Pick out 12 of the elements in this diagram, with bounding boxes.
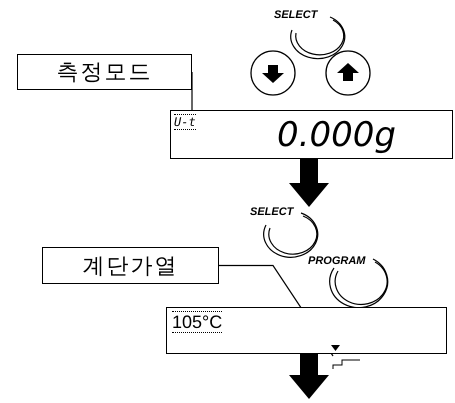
label-box: 계단가열: [42, 247, 219, 284]
button-label: SELECT: [274, 9, 318, 21]
temperature-reading: 105°C: [172, 311, 222, 333]
button-label: PROGRAM: [308, 255, 366, 267]
display-panel: [170, 110, 453, 159]
block-arrow: [289, 159, 329, 207]
weight-reading: 0.000g: [277, 116, 396, 154]
mode-indicator: U-t: [174, 114, 196, 130]
label-box: 측정모드: [17, 54, 192, 90]
button-label: SELECT: [250, 206, 294, 218]
display-panel: [166, 307, 447, 354]
block-arrow: [289, 354, 329, 399]
